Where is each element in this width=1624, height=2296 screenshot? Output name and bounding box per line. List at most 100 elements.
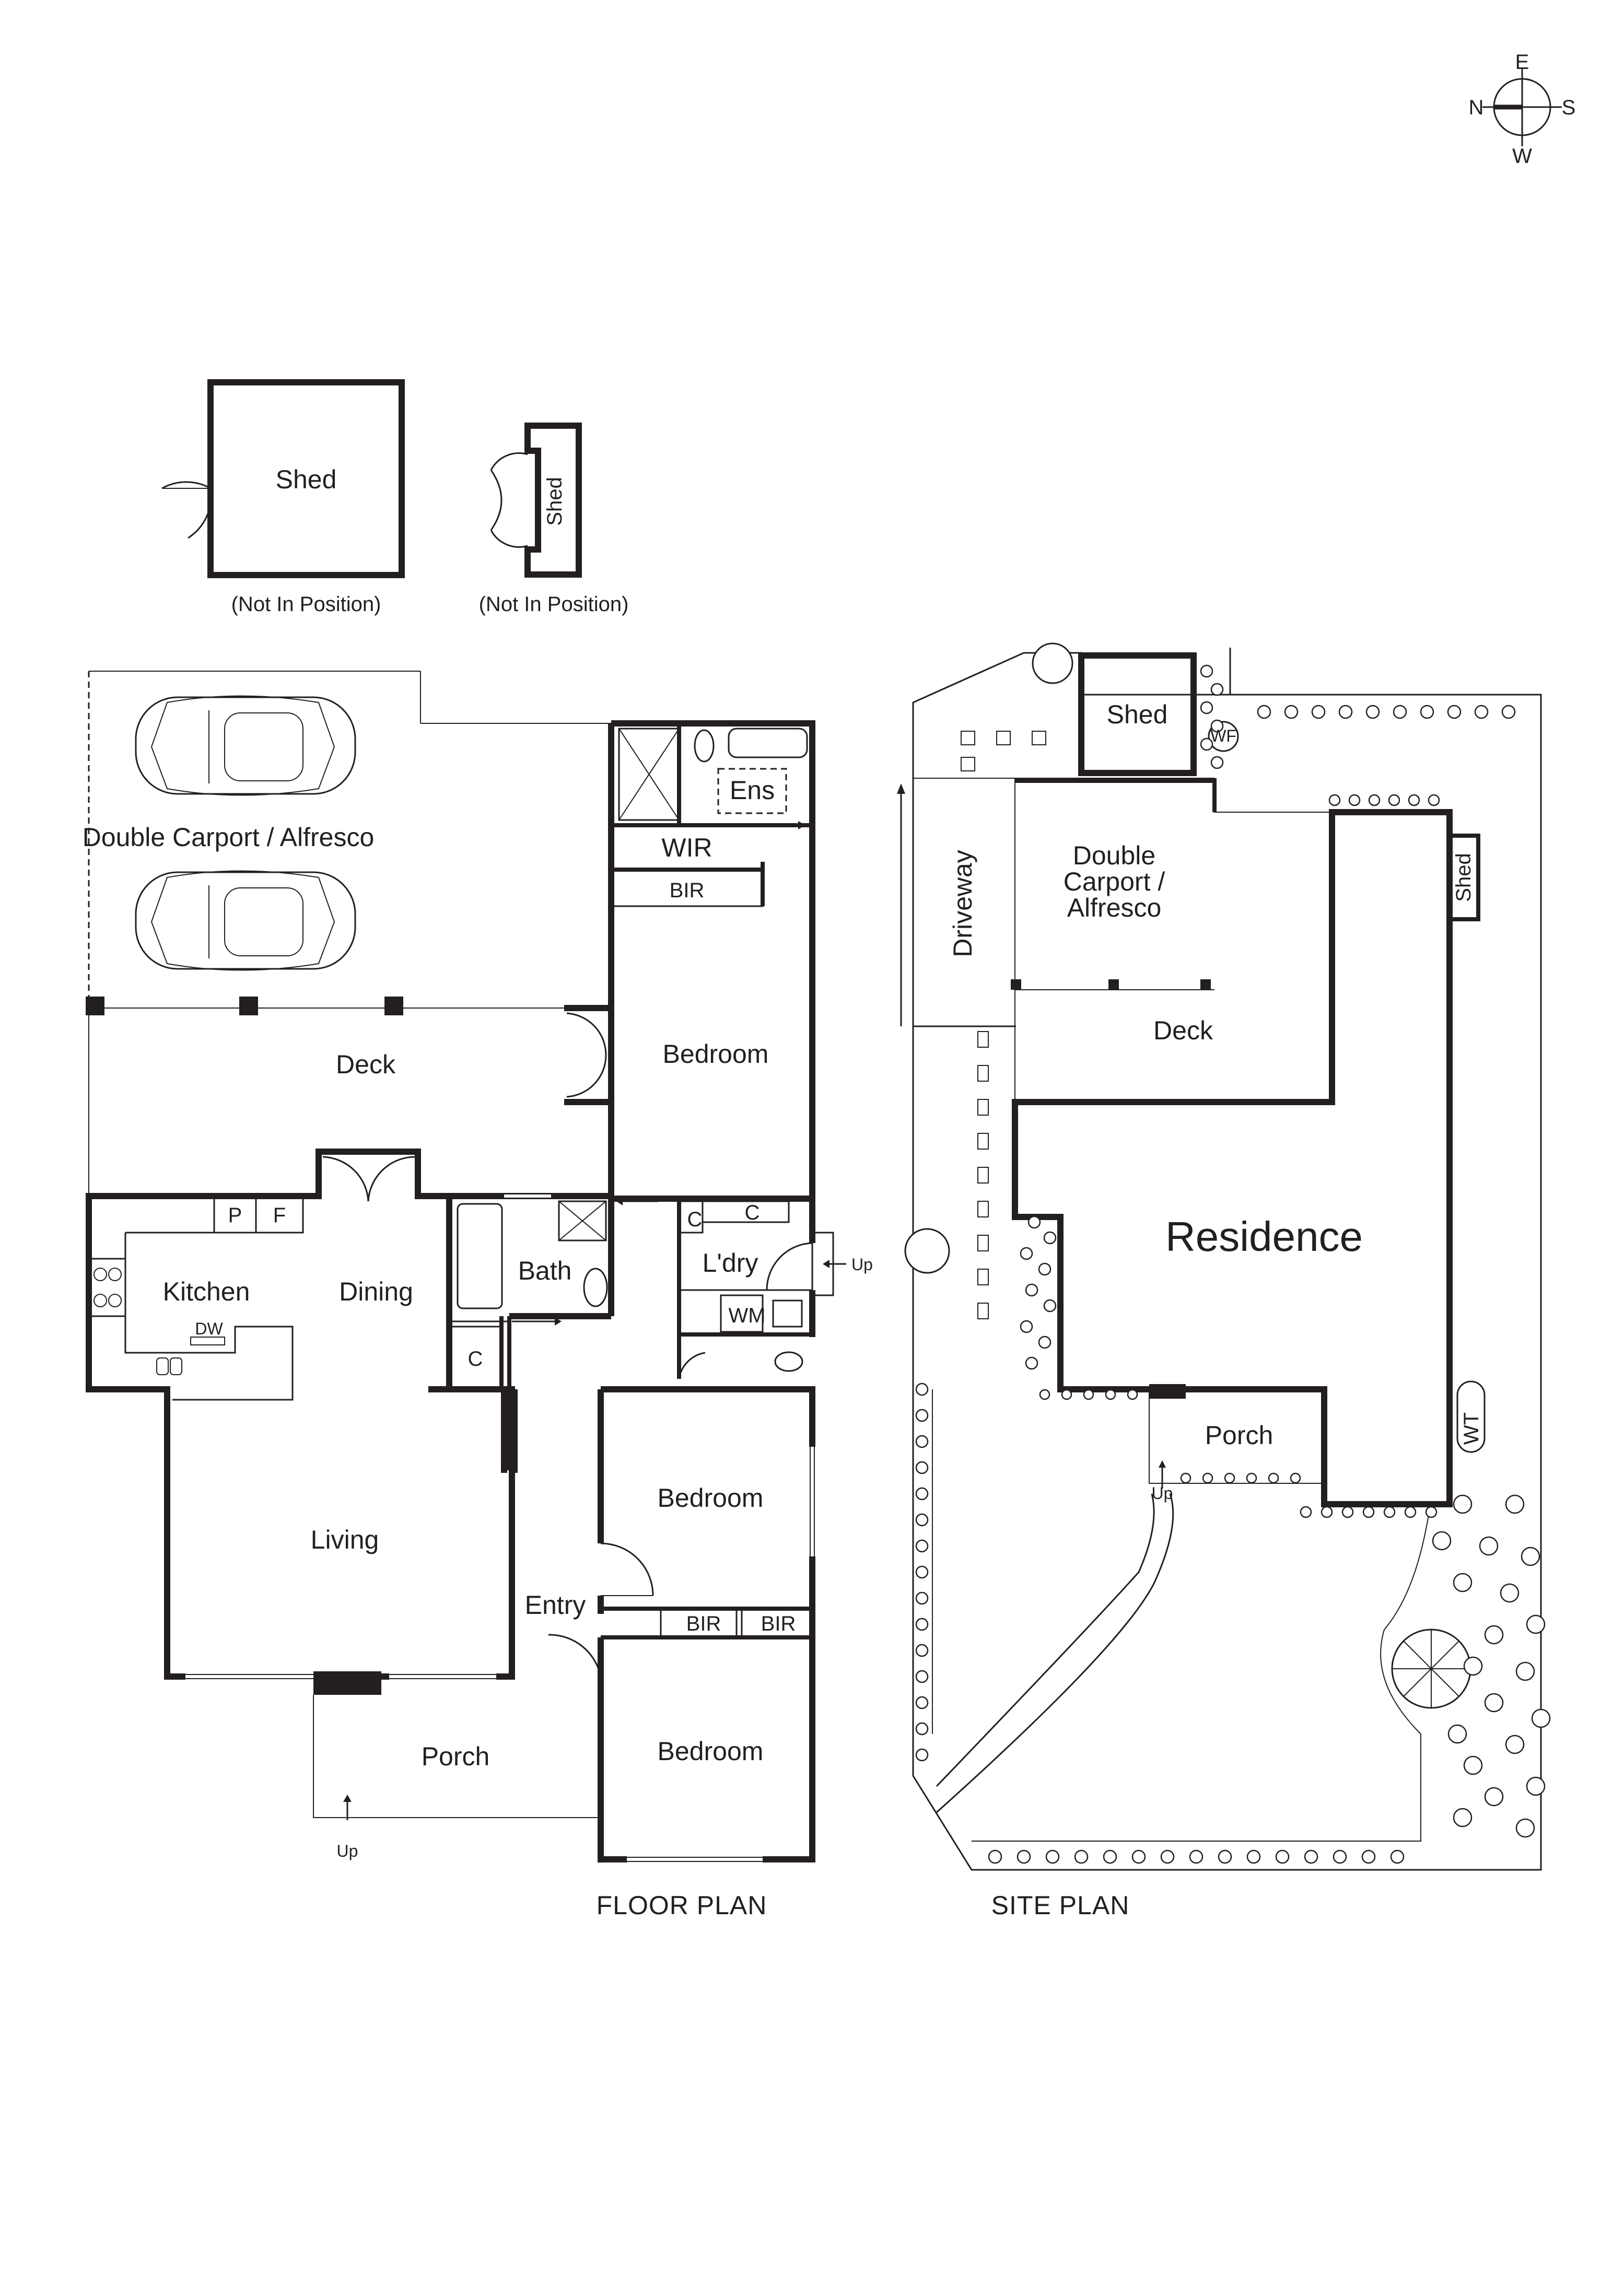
label-dining: Dining — [339, 1277, 413, 1306]
shrub — [1020, 1320, 1033, 1333]
shrub — [1447, 705, 1462, 719]
site-label-up: Up — [1152, 1484, 1173, 1503]
shrub — [1425, 1506, 1438, 1518]
label-bedroom-1: Bedroom — [663, 1039, 769, 1069]
shrub — [1453, 1494, 1473, 1514]
shrub — [1348, 794, 1361, 806]
shrub — [1361, 1849, 1376, 1864]
site-label-carport-3: Alfresco — [1067, 893, 1162, 922]
shrub — [1390, 1849, 1405, 1864]
car-2 — [135, 870, 356, 971]
cupboard-ldry-2 — [702, 1200, 790, 1223]
shrub — [1268, 1472, 1279, 1484]
compass-south: S — [1562, 96, 1576, 119]
compass: E W N S — [1469, 51, 1576, 168]
shrub — [1321, 1506, 1333, 1518]
shrub — [1311, 705, 1326, 719]
shrub — [1039, 1389, 1050, 1400]
shrub — [1224, 1472, 1235, 1484]
residence-outline[interactable] — [1012, 809, 1453, 1507]
label-living: Living — [311, 1525, 379, 1554]
shrub — [1025, 1356, 1038, 1370]
stepping-stones — [977, 1031, 989, 1319]
shrub — [1210, 683, 1224, 696]
shrub — [915, 1591, 929, 1605]
shrub — [1284, 705, 1299, 719]
shrub — [1432, 1531, 1452, 1551]
shrub — [1131, 1849, 1146, 1864]
shrub — [1453, 1808, 1473, 1828]
tree — [1032, 642, 1073, 684]
shrub — [915, 1513, 929, 1527]
shrub — [1341, 1506, 1354, 1518]
shrub — [1210, 756, 1224, 769]
entry-door[interactable] — [548, 1634, 602, 1677]
shrub — [1180, 1472, 1191, 1484]
compass-east: E — [1515, 51, 1529, 74]
label-cupboard-ldry-2: C — [745, 1201, 760, 1224]
label-bedroom-2: Bedroom — [658, 1483, 764, 1513]
shrub — [1479, 1536, 1499, 1556]
shrub-borders — [915, 664, 1551, 1864]
label-bir-master: BIR — [670, 879, 705, 902]
shrub — [1246, 1849, 1261, 1864]
label-porch-up: Up — [337, 1842, 358, 1860]
shed-small-label: Shed — [543, 477, 566, 525]
shrub — [1027, 1215, 1041, 1229]
shrub — [1105, 1389, 1116, 1400]
bathtub — [457, 1203, 503, 1309]
label-kitchen: Kitchen — [163, 1277, 250, 1306]
shrub — [1515, 1661, 1535, 1681]
shed-large-note: (Not In Position) — [231, 593, 381, 616]
kitchen-bench — [124, 1233, 294, 1401]
shrub — [1202, 1472, 1213, 1484]
shrub — [915, 1487, 929, 1501]
shrub — [1275, 1849, 1290, 1864]
shrub — [1428, 794, 1440, 806]
label-ens: Ens — [730, 776, 775, 805]
label-washing-machine: WM — [728, 1304, 765, 1327]
shrub — [1408, 794, 1420, 806]
shrub — [1017, 1849, 1031, 1864]
label-cupboard-hall: C — [468, 1348, 483, 1370]
site-label-shed: Shed — [1107, 700, 1168, 729]
shrub — [915, 1748, 929, 1762]
shrub — [1246, 1472, 1257, 1484]
label-deck: Deck — [336, 1050, 396, 1079]
shrub — [1127, 1389, 1138, 1400]
bedroom-2-door[interactable] — [600, 1542, 654, 1596]
shrub — [1521, 1547, 1540, 1566]
shrub — [915, 1670, 929, 1683]
bir-1 — [660, 1608, 738, 1638]
site-label-deck: Deck — [1153, 1016, 1213, 1045]
shrub — [1484, 1625, 1504, 1645]
shrub — [1045, 1849, 1060, 1864]
site-porch — [1149, 1392, 1324, 1484]
shrub — [915, 1722, 929, 1736]
cupboard-hall — [448, 1326, 503, 1390]
shrub — [1531, 1708, 1551, 1728]
site-plan-title: SITE PLAN — [991, 1891, 1130, 1920]
carport-post — [384, 997, 403, 1015]
site-label-wt: WT — [1460, 1412, 1483, 1445]
shrub — [915, 1461, 929, 1474]
shrub — [1333, 1849, 1347, 1864]
toilet — [694, 729, 715, 763]
shrub — [1200, 664, 1213, 678]
washing-machine — [720, 1294, 764, 1333]
shrub — [1463, 1656, 1483, 1676]
site-label-driveway: Driveway — [948, 850, 977, 957]
label-laundry-up: Up — [851, 1255, 873, 1274]
porch-outline — [313, 1695, 598, 1818]
label-bir-2: BIR — [761, 1612, 796, 1635]
bedroom-deck-door[interactable] — [566, 1012, 607, 1056]
shrub — [1484, 1787, 1504, 1807]
label-cupboard-ldry-1: C — [687, 1208, 703, 1231]
label-entry: Entry — [525, 1590, 586, 1620]
laundry-door[interactable] — [766, 1242, 813, 1291]
dining-deck-door[interactable] — [322, 1156, 369, 1202]
shrub — [1404, 1506, 1417, 1518]
shrub — [1300, 1506, 1312, 1518]
shrub — [1463, 1755, 1483, 1775]
shrub — [1074, 1849, 1089, 1864]
